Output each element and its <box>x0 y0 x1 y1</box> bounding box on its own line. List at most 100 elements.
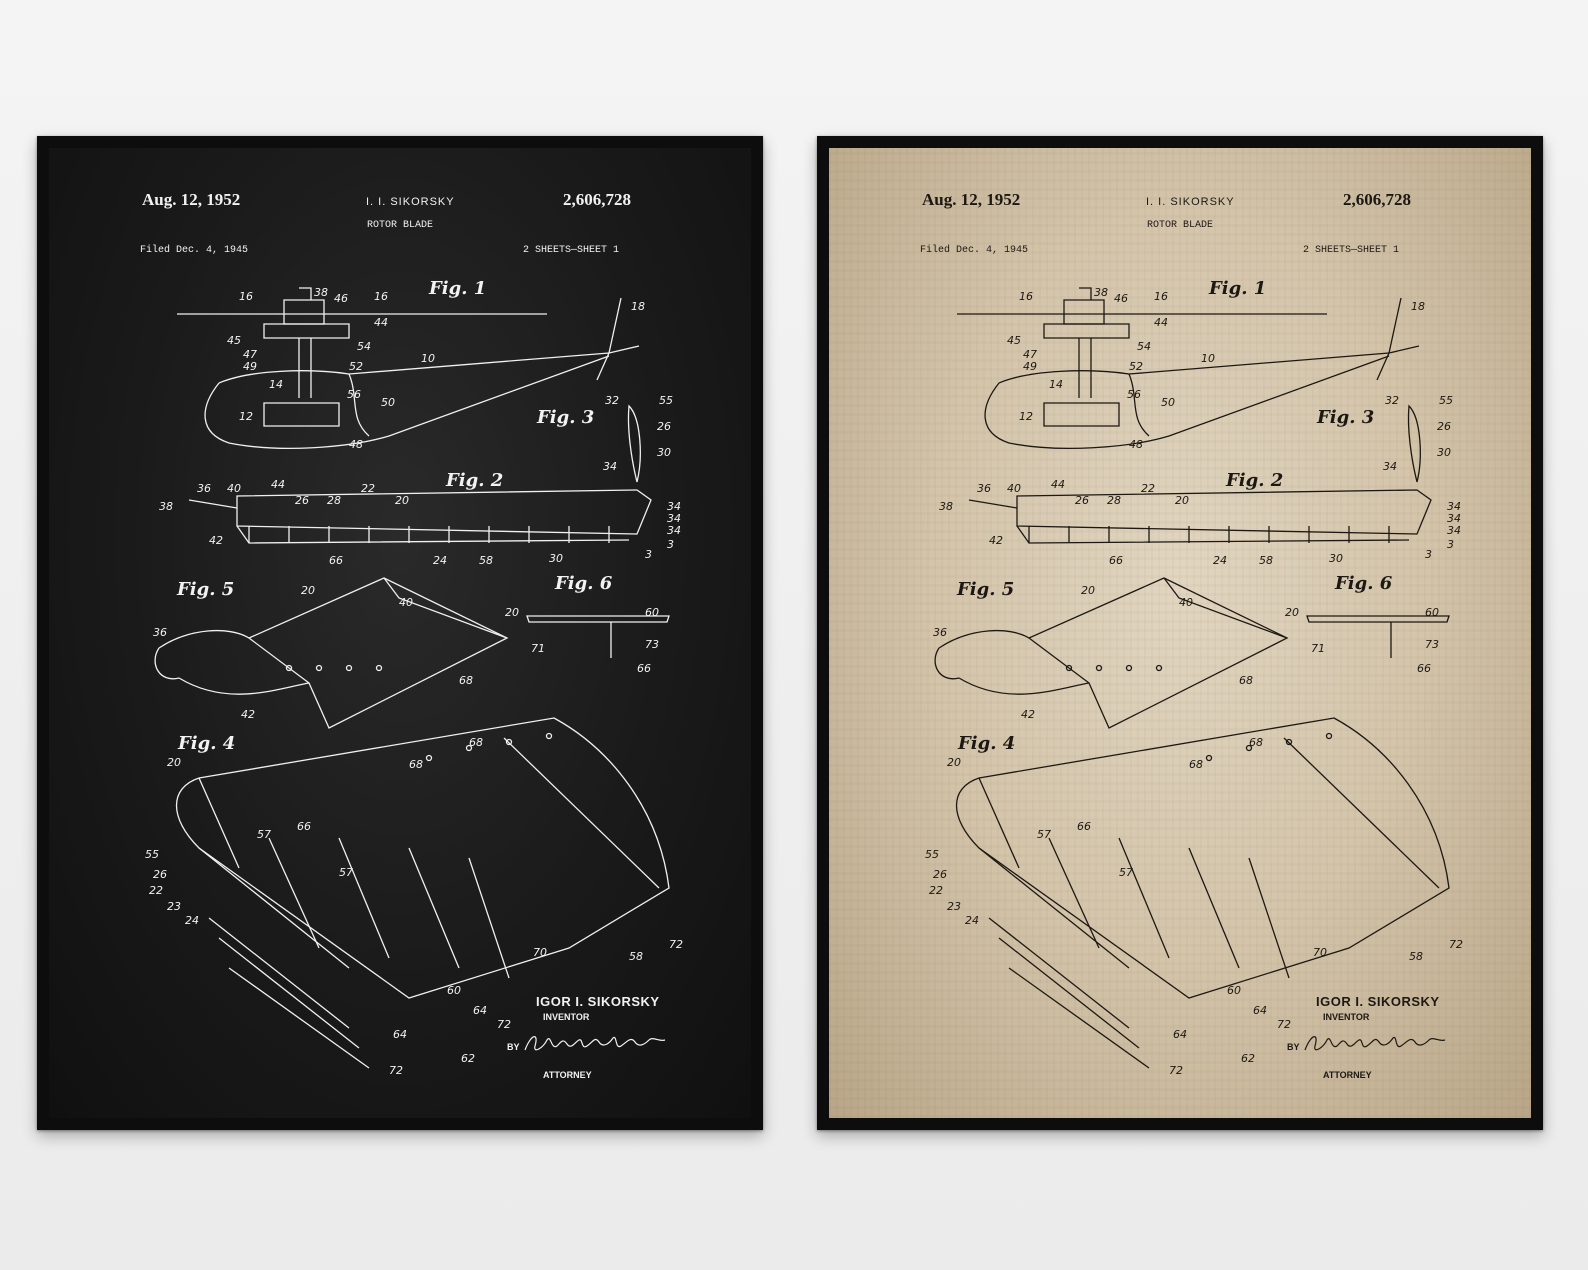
reference-number: 72 <box>1449 938 1463 951</box>
reference-number: 42 <box>989 534 1003 547</box>
reference-number: 68 <box>409 758 423 771</box>
drawing-stroke <box>299 287 312 300</box>
reference-number: 24 <box>965 914 979 927</box>
rivet-hole <box>285 664 293 672</box>
reference-number: 34 <box>1383 460 1397 473</box>
drawing-stroke <box>1016 525 1410 544</box>
drawing-stroke <box>998 937 1140 1049</box>
fig-1-label: Fig. 1 <box>429 278 487 299</box>
patent-title: ROTOR BLADE <box>1147 220 1214 231</box>
rivet-hole <box>375 664 383 672</box>
drawing-stroke <box>283 299 325 325</box>
reference-number: 34 <box>667 524 681 537</box>
rivet-hole <box>1125 664 1133 672</box>
reference-number: 56 <box>1127 388 1141 401</box>
reference-number: 66 <box>637 662 651 675</box>
reference-number: 28 <box>1107 494 1121 507</box>
drawing-stroke <box>1043 323 1130 339</box>
reference-number: 20 <box>301 584 315 597</box>
fig-6-label: Fig. 6 <box>555 573 613 594</box>
by-label: BY <box>1287 1042 1300 1052</box>
reference-number: 3 <box>667 538 674 551</box>
reference-number: 56 <box>347 388 361 401</box>
fig-4-label: Fig. 4 <box>958 733 1016 754</box>
rivet-hole <box>425 754 433 762</box>
reference-number: 26 <box>933 868 947 881</box>
reference-number: 24 <box>185 914 199 927</box>
reference-number: 36 <box>933 626 947 639</box>
reference-number: 73 <box>645 638 659 651</box>
drawing-stroke <box>1118 837 1170 959</box>
drawing-stroke <box>1016 489 1432 535</box>
reference-number: 36 <box>153 626 167 639</box>
reference-number: 22 <box>361 482 375 495</box>
reference-number: 3 <box>1425 548 1432 561</box>
reference-number: 52 <box>349 360 363 373</box>
reference-number: 55 <box>925 848 939 861</box>
drawing-stroke <box>988 917 1130 1029</box>
reference-number: 62 <box>461 1052 475 1065</box>
reference-number: 30 <box>657 446 671 459</box>
drawing-stroke <box>938 577 1289 729</box>
drawing-stroke <box>268 837 320 949</box>
reference-number: 57 <box>257 828 271 841</box>
reference-number: 72 <box>389 1064 403 1077</box>
reference-number: 45 <box>227 334 241 347</box>
reference-number: 20 <box>167 756 181 769</box>
reference-number: 24 <box>433 554 447 567</box>
rivet-hole <box>345 664 353 672</box>
reference-number: 44 <box>1051 478 1065 491</box>
reference-number: 73 <box>1425 638 1439 651</box>
reference-number: 32 <box>605 394 619 407</box>
attorney-label: ATTORNEY <box>543 1070 592 1080</box>
reference-number: 71 <box>1311 642 1325 655</box>
patent-title: ROTOR BLADE <box>367 220 434 231</box>
reference-number: 60 <box>1425 606 1439 619</box>
reference-number: 64 <box>1253 1004 1267 1017</box>
drawing-stroke <box>1008 967 1150 1069</box>
reference-number: 60 <box>1227 984 1241 997</box>
reference-number: 34 <box>1447 512 1461 525</box>
reference-number: 42 <box>1021 708 1035 721</box>
reference-number: 44 <box>374 316 388 329</box>
patent-date: Aug. 12, 1952 <box>922 190 1021 209</box>
reference-number: 38 <box>939 500 953 513</box>
inventor-role: INVENTOR <box>1323 1012 1370 1022</box>
reference-number: 55 <box>659 394 673 407</box>
fig-2-label: Fig. 2 <box>446 470 504 491</box>
reference-number: 20 <box>947 756 961 769</box>
reference-number: 66 <box>297 820 311 833</box>
reference-number: 72 <box>497 1018 511 1031</box>
reference-number: 70 <box>533 946 547 959</box>
reference-number: 66 <box>1077 820 1091 833</box>
reference-number: 68 <box>459 674 473 687</box>
reference-number: 40 <box>1007 482 1021 495</box>
reference-number: 14 <box>269 378 283 391</box>
reference-number: 34 <box>667 500 681 513</box>
reference-number: 20 <box>505 606 519 619</box>
fig-4-label: Fig. 4 <box>178 733 236 754</box>
drawing-stroke <box>408 847 460 969</box>
drawing-stroke <box>158 577 509 729</box>
drawing-stroke <box>1048 837 1100 949</box>
drawing-stroke <box>198 847 350 969</box>
reference-number: 34 <box>603 460 617 473</box>
reference-number: 22 <box>929 884 943 897</box>
reference-number: 32 <box>1385 394 1399 407</box>
reference-number: 23 <box>947 900 961 913</box>
drawing-stroke <box>968 499 1018 509</box>
attorney-signature <box>524 1036 666 1051</box>
rivet-hole <box>505 738 513 746</box>
drawing-stroke <box>596 352 610 381</box>
reference-number: 12 <box>239 410 253 423</box>
drawing-stroke <box>228 967 370 1069</box>
reference-number: 38 <box>1094 286 1108 299</box>
sheet-count: 2 SHEETS—SHEET 1 <box>1303 245 1400 256</box>
patent-number: 2,606,728 <box>563 190 631 209</box>
reference-number: 18 <box>1411 300 1425 313</box>
drawing-stroke <box>1163 577 1288 639</box>
reference-number: 22 <box>149 884 163 897</box>
poster-frame-left: Aug. 12, 1952 I. I. SIKORSKY 2,606,728 R… <box>37 136 763 1130</box>
attorney-label: ATTORNEY <box>1323 1070 1372 1080</box>
reference-number: 72 <box>669 938 683 951</box>
